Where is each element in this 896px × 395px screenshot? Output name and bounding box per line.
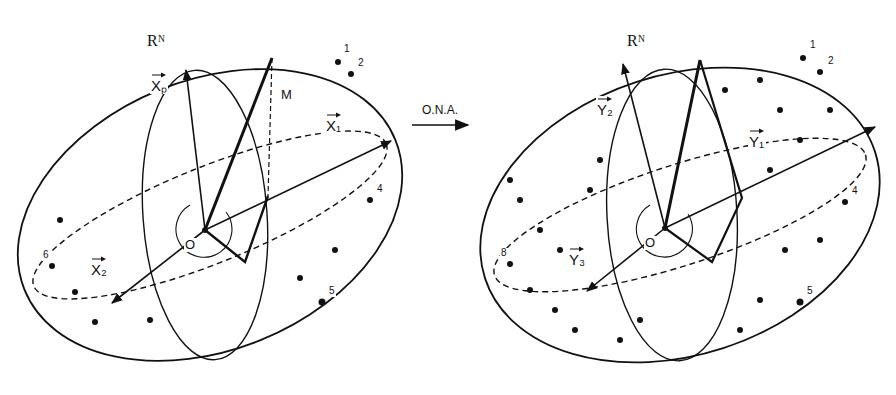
point-number: 4 [851,186,859,197]
edge-label: O.N.A. [420,103,460,117]
vector-x2 [112,230,205,303]
space-label: Rᴺ [625,32,647,50]
label-text: Y₃ [569,251,585,268]
right-vectors [587,60,875,291]
point-label: M [280,88,293,102]
point-label: O [184,238,196,252]
point-number: 1 [343,44,351,55]
label-text: M [281,87,292,102]
point-number: 8 [500,248,508,259]
point-number: 6 [42,250,50,261]
label-text: 1 [810,39,816,50]
equator-section [479,107,881,323]
point-number: 4 [376,184,384,195]
projection-line [268,58,272,196]
point-number: 2 [827,56,835,67]
label-text: 2 [828,55,834,66]
label-text: 1 [344,43,350,54]
label-text: X₁ [326,117,341,134]
label-text: 4 [377,183,383,194]
left-vectors [112,58,391,303]
label-text: 8 [501,247,507,258]
projection-lines [665,60,742,262]
label-text: Y₂ [597,101,613,118]
point-label: O [644,236,656,250]
label-text: X₂ [91,261,107,278]
point-number: 5 [806,286,814,297]
point-number: 1 [809,40,817,51]
ellipsoid-outline-path [0,15,446,395]
meridian-section [599,66,744,364]
mapping-arrow [412,124,468,126]
vector-label: Y₃ [568,246,586,268]
space-label: Rᴺ [145,32,167,50]
ellipsoid-outline [10,30,410,390]
vector-label: Xₚ [150,72,168,94]
ellipsoid-space: Rᴺ [470,30,890,390]
vector-label: X₂ [90,256,108,278]
point-vector [665,60,700,228]
label-text: 4 [852,185,858,196]
label-text: Xₚ [151,77,167,94]
label-text: Y₁ [749,133,764,150]
vector-label: Y₁ [748,128,766,150]
vector-label: X₁ [325,112,343,134]
label-text: 5 [329,285,335,296]
label-text: O [185,237,195,252]
ellipsoid-outline [470,30,890,390]
vector-y3 [587,228,665,291]
point-number: 2 [357,58,365,69]
point-vector [205,58,272,230]
label-text: 6 [43,249,49,260]
right-dots [507,55,848,343]
origin-point [203,228,208,233]
angle-arc [176,205,232,257]
label-text: 5 [807,285,813,296]
ellipsoid-space: Rᴺ [10,30,410,390]
ellipsoid-outline-path [442,19,896,395]
left-dots [49,59,373,325]
origin-point [663,226,668,231]
right-sections [479,66,881,364]
label-text: 2 [358,57,364,68]
meridian-section [133,66,277,364]
angle-arc [636,205,692,257]
point-number: 5 [328,286,336,297]
vector-y1 [665,127,875,228]
projection-plane [205,196,268,262]
label-text: O [645,235,655,250]
vector-label: Y₂ [596,96,614,118]
vector-y2 [623,64,665,228]
